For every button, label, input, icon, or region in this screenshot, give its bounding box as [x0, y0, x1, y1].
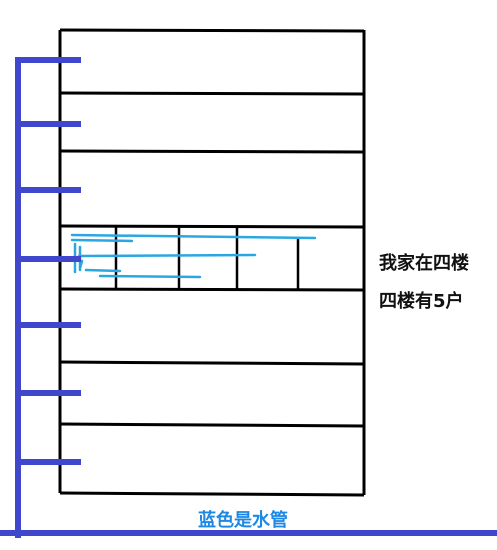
floor-line-4: [59, 287, 365, 292]
my-home-label: 我家在四楼: [379, 253, 469, 274]
home-pipe-line-6: [78, 259, 84, 270]
home-pipe-line-1: [70, 233, 317, 240]
legend-label: 蓝色是水管: [198, 510, 288, 531]
home-pipe-line-7: [84, 268, 122, 273]
floor-line-ground: [59, 491, 365, 497]
floor-line-roof: [59, 28, 365, 33]
floor-line-3: [59, 224, 365, 229]
home-pipe-line-8: [98, 274, 202, 279]
home-water-pipes: [70, 233, 317, 279]
home-pipe-line-5: [77, 253, 257, 258]
main-water-pipe: [0, 57, 497, 538]
floor-line-5: [59, 360, 365, 366]
building: [58, 28, 366, 497]
floor-line-6: [59, 422, 365, 428]
floor-line-1: [59, 91, 365, 96]
units-label: 四楼有5户: [379, 291, 464, 312]
home-pipe-line-2: [70, 238, 134, 243]
floor-line-2: [59, 149, 365, 154]
